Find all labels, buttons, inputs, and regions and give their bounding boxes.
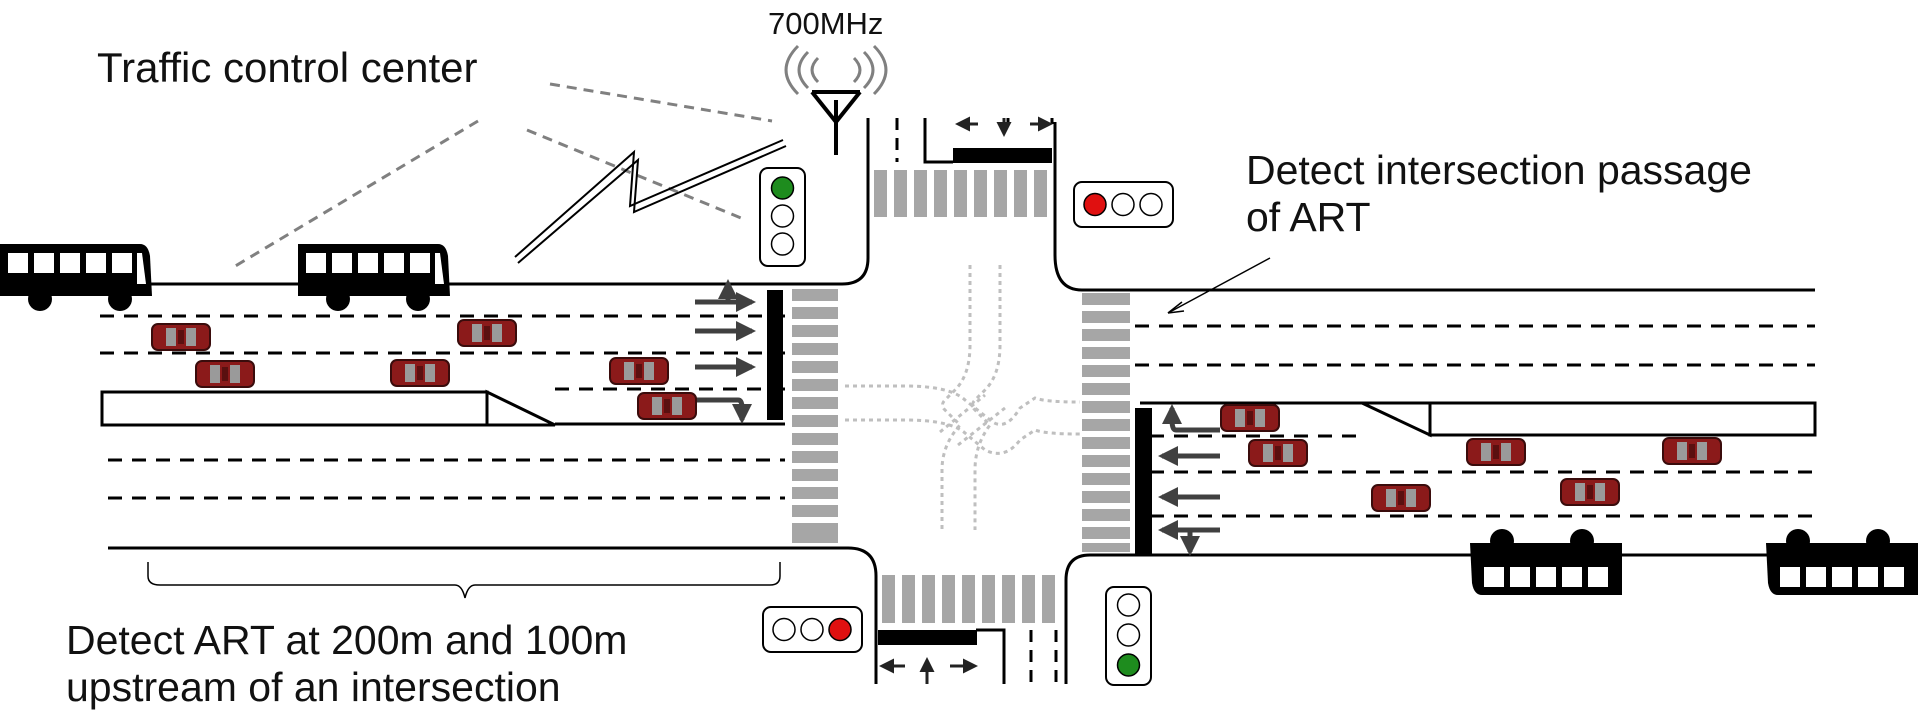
car-icon bbox=[390, 359, 450, 387]
traffic-signal-southwest bbox=[762, 606, 863, 653]
west-lane-markings bbox=[100, 314, 785, 500]
road-edges bbox=[108, 118, 1815, 684]
east-lane-markings bbox=[1135, 324, 1815, 518]
wireless-link-icon bbox=[514, 139, 787, 264]
car-icon bbox=[1466, 438, 1526, 466]
car-icon bbox=[1220, 404, 1280, 432]
art-bus-icon bbox=[0, 244, 152, 311]
traffic-signal-northeast bbox=[1073, 181, 1174, 228]
car-icon bbox=[457, 319, 517, 347]
crosswalk-west bbox=[792, 289, 838, 543]
intersection-passage-label: Detect intersection passage of ART bbox=[1246, 147, 1752, 241]
intersection-passage-line1: Detect intersection passage bbox=[1246, 147, 1752, 193]
north-stop-line bbox=[953, 148, 1052, 163]
north-approach-arrows bbox=[955, 116, 1053, 137]
car-icon bbox=[151, 323, 211, 351]
east-stop-line bbox=[1135, 408, 1152, 556]
upstream-detection-line1: Detect ART at 200m and 100m bbox=[66, 617, 628, 663]
car-icon bbox=[1662, 437, 1722, 465]
east-median bbox=[1140, 401, 1817, 438]
car-icon bbox=[195, 360, 255, 388]
traffic-signal-southeast bbox=[1105, 586, 1152, 686]
car-icon bbox=[1560, 478, 1620, 506]
car-icon bbox=[609, 357, 669, 385]
detection-pointer bbox=[1167, 257, 1271, 314]
upstream-range-brace bbox=[147, 562, 781, 599]
crosswalk-east bbox=[1082, 293, 1130, 552]
car-icon bbox=[637, 392, 697, 420]
upstream-detection-label: Detect ART at 200m and 100m upstream of … bbox=[66, 617, 627, 711]
art-bus-icon bbox=[1470, 529, 1622, 595]
upstream-detection-line2: upstream of an intersection bbox=[66, 664, 561, 711]
car-icon bbox=[1248, 439, 1308, 467]
turning-guide-lines bbox=[845, 265, 1081, 530]
west-approach-arrows bbox=[695, 279, 756, 424]
communication-links bbox=[231, 82, 773, 270]
art-bus-icon bbox=[298, 244, 450, 311]
crosswalk-south bbox=[882, 575, 1055, 623]
art-bus-icon bbox=[1766, 529, 1918, 595]
car-icon bbox=[1371, 484, 1431, 512]
frequency-label: 700MHz bbox=[768, 6, 884, 41]
traffic-signal-northwest bbox=[759, 167, 806, 267]
antenna-icon bbox=[784, 44, 888, 155]
west-stop-line bbox=[767, 290, 783, 420]
traffic-control-center-label: Traffic control center bbox=[97, 44, 478, 91]
intersection-passage-line2: of ART bbox=[1246, 194, 1371, 241]
crosswalk-north bbox=[874, 170, 1047, 217]
south-approach-arrows bbox=[879, 657, 978, 684]
west-median bbox=[100, 389, 785, 427]
south-lane-markings bbox=[976, 628, 1058, 684]
south-stop-line bbox=[878, 630, 977, 645]
east-approach-arrows bbox=[1158, 404, 1220, 556]
